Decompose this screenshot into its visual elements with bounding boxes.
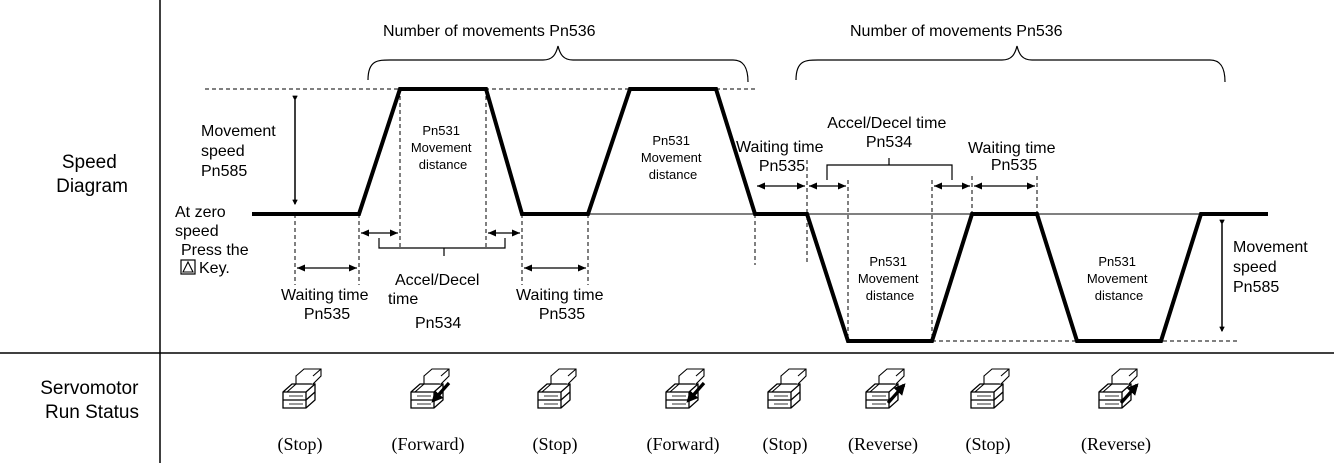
movement-distance-label-1: Pn531 Movement distance bbox=[411, 123, 475, 172]
servomotor-reverse-icon bbox=[1098, 368, 1139, 409]
accel-decel-bracket-top bbox=[826, 158, 953, 180]
servomotor-stop-icon bbox=[767, 368, 807, 409]
waiting-time-label-4: Waiting time Pn535 bbox=[968, 140, 1060, 174]
brace-left bbox=[367, 45, 749, 83]
state-label: (Stop) bbox=[533, 434, 578, 455]
press-the-key-label: Press the Key. bbox=[181, 242, 253, 277]
accel-decel-bracket-bottom bbox=[378, 238, 506, 256]
brace-label-right: Number of movements Pn536 bbox=[850, 23, 1063, 40]
state-label: (Reverse) bbox=[1081, 434, 1151, 455]
up-key-icon bbox=[180, 259, 196, 275]
servomotor-stop-icon bbox=[537, 368, 577, 409]
accel-decel-label-top: Accel/Decel time Pn534 bbox=[827, 115, 951, 151]
interval-arrows bbox=[297, 182, 1035, 272]
state-label: (Reverse) bbox=[848, 434, 918, 455]
state-label: (Forward) bbox=[392, 434, 465, 455]
servomotor-forward-icon bbox=[665, 368, 706, 409]
speed-profile-line bbox=[252, 87, 1268, 343]
row-header-speed-diagram: Speed Diagram bbox=[56, 152, 128, 197]
movement-distance-label-3: Pn531 Movement distance bbox=[858, 254, 922, 303]
brace-right bbox=[795, 45, 1226, 83]
accel-decel-label-bottom: Accel/Decel time Pn534 bbox=[388, 272, 484, 332]
waiting-time-label-3: Waiting time Pn535 bbox=[736, 139, 828, 175]
brace-label-left: Number of movements Pn536 bbox=[383, 23, 596, 40]
movement-distance-label-2: Pn531 Movement distance bbox=[641, 133, 705, 182]
state-label: (Stop) bbox=[966, 434, 1011, 455]
movement-distance-label-4: Pn531 Movement distance bbox=[1087, 254, 1151, 303]
waiting-time-label-2: Waiting time Pn535 bbox=[516, 287, 608, 323]
run-status-labels: (Stop) (Forward) (Stop) (Forward) (Stop)… bbox=[278, 434, 1151, 455]
servomotor-stop-icon bbox=[282, 368, 322, 409]
servomotor-stop-icon bbox=[970, 368, 1010, 409]
waiting-time-label-1: Waiting time Pn535 bbox=[281, 287, 373, 323]
at-zero-speed-label: At zero speed bbox=[175, 204, 230, 240]
servomotor-forward-icon bbox=[410, 368, 451, 409]
state-label: (Forward) bbox=[647, 434, 720, 455]
servomotor-reverse-icon bbox=[865, 368, 906, 409]
row-header-run-status: Servomotor Run Status bbox=[40, 378, 143, 423]
movement-speed-label-right: Movement speed Pn585 bbox=[1233, 239, 1312, 296]
state-label: (Stop) bbox=[763, 434, 808, 455]
movement-speed-label-left: Movement speed Pn585 bbox=[201, 123, 280, 180]
state-label: (Stop) bbox=[278, 434, 323, 455]
